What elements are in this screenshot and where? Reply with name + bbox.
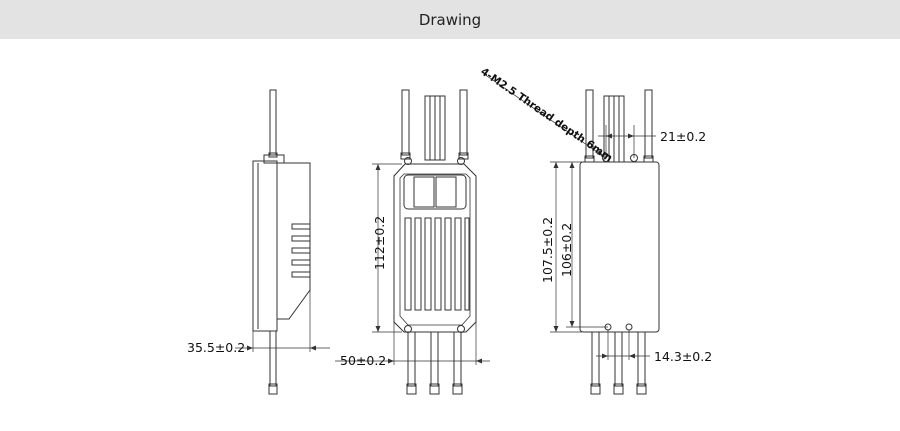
back-bottom-wire-3-tip — [636, 383, 647, 395]
front-bottom-wire-1 — [407, 331, 416, 387]
front-cap-1 — [413, 176, 435, 208]
front-bottom-wire-2-tip — [429, 383, 440, 395]
front-bottom-wire-2 — [430, 331, 439, 387]
technical-drawing: 35.5±0.2 — [187, 66, 712, 395]
back-bottom-wire-1 — [591, 331, 600, 387]
front-body-inner — [399, 173, 471, 326]
front-cap-2 — [435, 176, 457, 208]
back-bottom-wire-2-tip — [613, 383, 624, 395]
side-bottom-wire — [269, 330, 277, 387]
thread-leader-arrow — [596, 150, 603, 156]
back-bottom-wire-1-tip — [590, 383, 601, 395]
back-bottom-wire-3 — [637, 331, 646, 387]
front-bottom-wire-3-tip — [452, 383, 463, 395]
front-screw-bottom-right — [457, 325, 465, 333]
front-heatsink-fins — [404, 217, 470, 311]
front-length-label: 112±0.2 — [372, 216, 387, 270]
side-view — [235, 89, 330, 395]
side-bottom-wire-tip — [268, 383, 278, 395]
thread-leader-line — [483, 73, 604, 157]
front-top-wire-right — [459, 89, 468, 156]
front-bottom-wire-3 — [453, 331, 462, 387]
back-top-wire-left — [585, 89, 594, 159]
back-thread-hole-bottom-right — [625, 323, 633, 331]
front-bottom-wire-1-tip — [406, 383, 417, 395]
back-outer-length-label: 107.5±0.2 — [540, 217, 555, 283]
side-fins — [291, 223, 311, 278]
front-cap-area — [403, 174, 467, 210]
side-width-label: 35.5±0.2 — [187, 340, 245, 355]
front-signal-ribbon — [424, 95, 446, 161]
front-body — [393, 163, 477, 333]
back-top-spacing-label: 21±0.2 — [660, 129, 706, 144]
side-top-wire — [269, 89, 277, 156]
back-bottom-spacing-label: 14.3±0.2 — [654, 349, 712, 364]
side-top-cap — [263, 154, 285, 164]
back-body — [579, 161, 660, 333]
front-top-wire-left — [401, 89, 410, 156]
back-inner-length-label: 106±0.2 — [559, 223, 574, 277]
header-bar: Drawing — [0, 0, 900, 39]
thread-note-label: 4-M2.5 Thread depth 6mm — [478, 66, 614, 165]
back-top-wire-right — [644, 89, 653, 159]
back-signal-ribbon — [603, 95, 625, 163]
back-bottom-wire-2 — [614, 331, 623, 387]
side-body — [252, 160, 278, 332]
back-view — [483, 73, 660, 395]
front-screw-bottom-left — [404, 325, 412, 333]
front-width-label: 50±0.2 — [340, 353, 386, 368]
page-title: Drawing — [418, 10, 482, 29]
front-view — [335, 89, 490, 395]
back-top-dim-arrows — [606, 133, 634, 139]
